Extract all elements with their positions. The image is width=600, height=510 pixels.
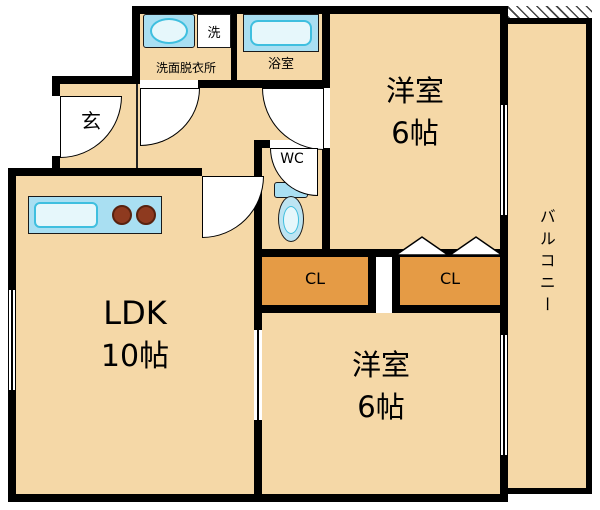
- kitchen-sink: [34, 202, 98, 228]
- wall: [198, 80, 330, 88]
- bathroom-label: 浴室: [267, 57, 294, 72]
- washing-machine-label: 洗: [207, 25, 221, 41]
- bedroom-bottom-name: 洋室: [351, 348, 410, 382]
- wc-label: WC: [280, 151, 304, 167]
- wall: [52, 76, 60, 96]
- entrance-label: 玄: [81, 109, 101, 133]
- bedroom-top-name: 洋室: [385, 74, 444, 108]
- wall: [8, 494, 508, 502]
- washing-machine: 洗: [197, 14, 231, 48]
- wall: [254, 305, 376, 313]
- balcony-wall: [508, 488, 592, 494]
- stove-burner-right: [136, 205, 156, 225]
- closet-right-label: CL: [439, 269, 461, 288]
- wall: [132, 6, 140, 84]
- wall: [132, 6, 508, 14]
- bedroom-bottom-floor: [262, 313, 500, 494]
- stove-burner-left: [112, 205, 132, 225]
- wall: [500, 455, 508, 502]
- sliding-door-ldk-bedroom: [254, 330, 262, 420]
- wall: [500, 6, 508, 105]
- wall: [392, 305, 508, 313]
- closet-left-label: CL: [304, 269, 326, 288]
- wall: [322, 6, 330, 88]
- wall: [8, 168, 16, 290]
- wall: [254, 249, 508, 257]
- window-bedroom-top: [500, 105, 508, 215]
- entrance-door-opening: [52, 96, 60, 156]
- hatch-mark: [508, 6, 592, 18]
- washroom-door-opening: [140, 80, 198, 88]
- window-ldk: [8, 290, 16, 390]
- bedroom-top-door-opening: [322, 88, 330, 148]
- wall: [8, 390, 16, 502]
- balcony-wall: [586, 18, 592, 494]
- folding-door-icon: [394, 236, 505, 256]
- wall: [52, 156, 60, 176]
- wall: [8, 168, 202, 176]
- bedroom-top-floor: [330, 14, 500, 249]
- wall: [322, 148, 330, 257]
- wall: [254, 140, 262, 330]
- wall: [231, 14, 237, 80]
- bedroom-bottom-size: 6帖: [357, 390, 405, 424]
- bathtub-inner: [250, 20, 312, 46]
- wall: [368, 249, 376, 313]
- vanity-basin: [150, 18, 188, 44]
- balcony-label: バルコニー: [536, 207, 556, 318]
- ldk-size: 10帖: [100, 339, 170, 374]
- wall: [52, 76, 140, 84]
- wall: [500, 215, 508, 335]
- closet-left-area: [262, 257, 368, 305]
- wc-door-opening: [270, 140, 316, 148]
- washroom-door-swing: [140, 88, 200, 146]
- balcony-floor: [508, 24, 586, 488]
- closet-right-area: [400, 257, 500, 305]
- washroom-label: 洗面脱衣所: [155, 61, 216, 75]
- wall: [254, 140, 270, 148]
- window-bedroom-bottom: [500, 335, 508, 455]
- toilet-bowl-inner: [283, 206, 299, 234]
- balcony-wall: [508, 18, 592, 24]
- ldk-name: LDK: [103, 294, 167, 332]
- wall: [254, 420, 262, 494]
- wall: [392, 249, 400, 313]
- bedroom-top-size: 6帖: [391, 116, 439, 150]
- entrance-step-line: [136, 84, 138, 168]
